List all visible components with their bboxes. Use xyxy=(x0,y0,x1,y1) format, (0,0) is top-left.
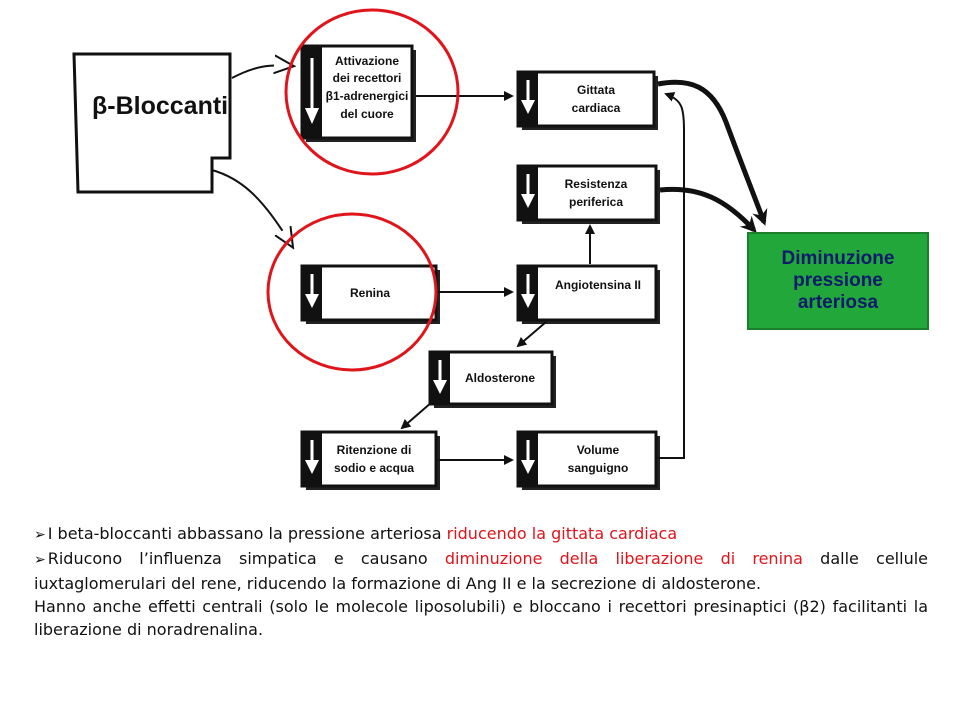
activation-line3: β1-adrenergici xyxy=(326,89,409,103)
arrow-to-activation xyxy=(231,65,292,79)
bullet-arrow-icon: ➢ xyxy=(34,527,46,543)
bullet-2-suffix: dalle cellule iuxtaglomerulari del rene,… xyxy=(34,549,929,593)
arrow-angiotensin-to-aldosterone xyxy=(516,321,547,348)
blood-volume-line2: sanguigno xyxy=(568,461,629,475)
bullet-2-highlight: diminuzione della liberazione di renina xyxy=(444,549,803,568)
arrow-output-to-result xyxy=(657,79,768,226)
activation-node: Attivazione dei recettori β1-adrenergici… xyxy=(300,44,416,142)
blood-volume-node: Volume sanguigno xyxy=(516,430,660,490)
highlight-circle-renin xyxy=(266,212,438,372)
bullet-2-text: Riducono l’influenza simpatica e causano xyxy=(47,549,445,568)
bullet-2: ➢Riducono l’influenza simpatica e causan… xyxy=(34,547,928,595)
arrow-to-renin xyxy=(211,169,292,246)
description: ➢I beta-bloccanti abbassano la pressione… xyxy=(34,522,928,641)
renin-label: Renina xyxy=(350,286,390,300)
cardiac-output-node: Gittata cardiaca xyxy=(516,70,658,130)
activation-line2: dei recettori xyxy=(333,71,402,85)
cardiac-output-line1: Gittata xyxy=(577,83,615,97)
retention-node: Ritenzione di sodio e acqua xyxy=(300,430,440,490)
arrow-aldosterone-to-retention xyxy=(400,401,433,430)
bullet-arrow-icon: ➢ xyxy=(34,552,46,568)
activation-line1: Attivazione xyxy=(335,54,399,68)
cardiac-output-line2: cardiaca xyxy=(572,101,621,115)
retention-line1: Ritenzione di xyxy=(337,443,412,457)
retention-line2: sodio e acqua xyxy=(334,461,414,475)
bullet-1-highlight: riducendo la gittata cardiaca xyxy=(446,524,678,543)
angiotensin-node: Angiotensina II xyxy=(516,264,660,324)
result-box: Diminuzione pressione arteriosa xyxy=(747,232,929,330)
peripheral-resistance-line2: periferica xyxy=(569,195,623,209)
bullet-1-text: I beta-bloccanti abbassano la pressione … xyxy=(47,524,447,543)
result-line3: arteriosa xyxy=(797,292,879,313)
blood-volume-line1: Volume xyxy=(577,443,620,457)
beta-blockers-node: β-Bloccanti xyxy=(72,52,232,194)
beta-blockers-label: β-Bloccanti xyxy=(92,92,228,120)
activation-line4: del cuore xyxy=(340,107,394,121)
peripheral-resistance-line1: Resistenza xyxy=(565,177,628,191)
highlight-circle-activation xyxy=(284,8,460,176)
bullet-1: ➢I beta-bloccanti abbassano la pressione… xyxy=(34,522,928,547)
angiotensin-label: Angiotensina II xyxy=(555,278,641,292)
arrow-volume-to-output xyxy=(658,92,685,459)
aldosterone-node: Aldosterone xyxy=(428,350,556,408)
aldosterone-label: Aldosterone xyxy=(465,371,535,385)
paragraph: Hanno anche effetti centrali (solo le mo… xyxy=(34,597,928,639)
result-line2: pressione xyxy=(793,270,883,291)
renin-node: Renina xyxy=(300,264,440,324)
peripheral-resistance-node: Resistenza periferica xyxy=(516,164,660,224)
arrow-resistance-to-result xyxy=(659,186,757,233)
result-line1: Diminuzione xyxy=(781,248,895,269)
flow-diagram: β-Bloccanti Attivazione dei recettori β1… xyxy=(72,8,768,490)
